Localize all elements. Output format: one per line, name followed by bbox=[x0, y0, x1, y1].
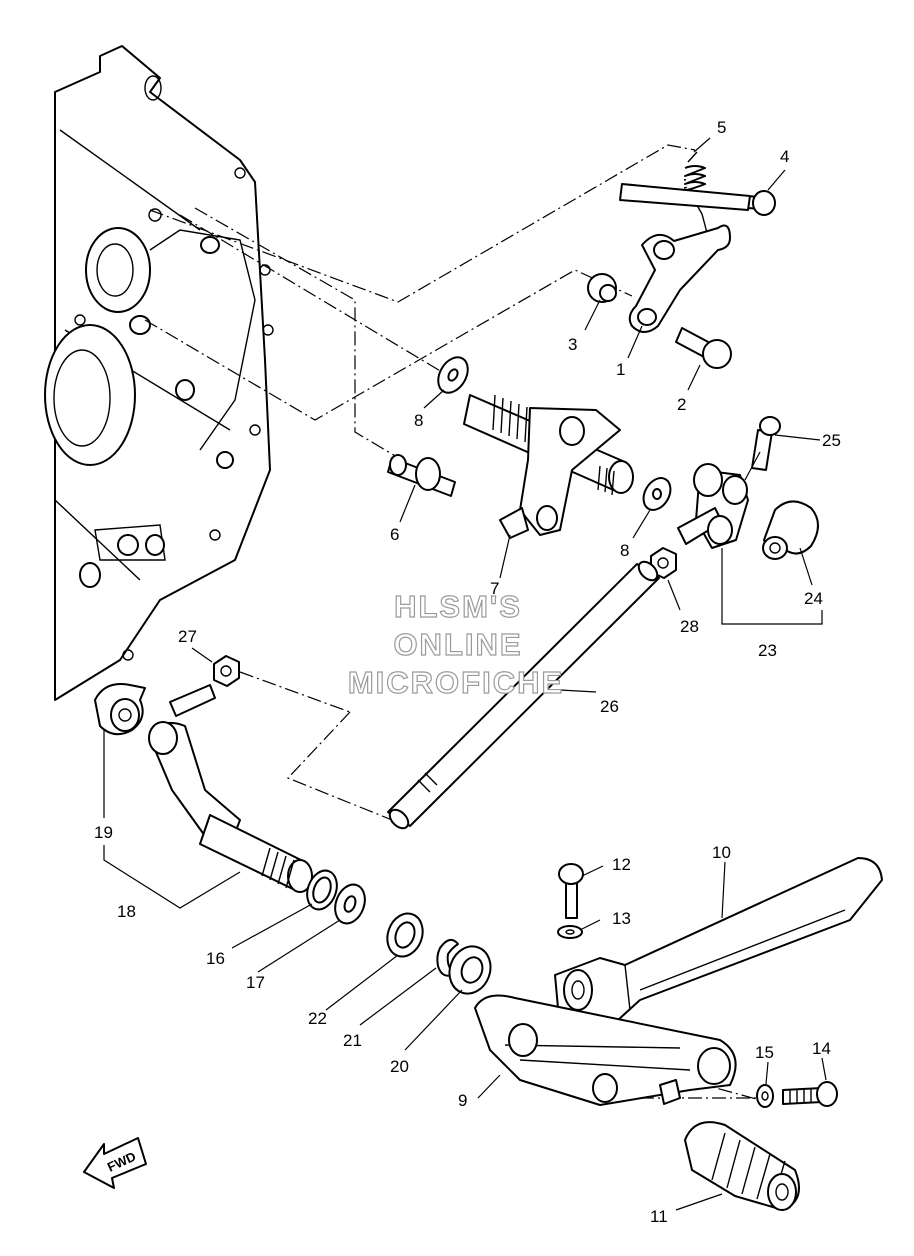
callout-2: 2 bbox=[677, 395, 686, 414]
part-8-washer-upper bbox=[437, 356, 469, 394]
callout-17: 17 bbox=[246, 973, 265, 992]
callout-6: 6 bbox=[390, 525, 399, 544]
watermark: HLSM'S ONLINE MICROFICHE bbox=[347, 588, 564, 700]
callout-24: 24 bbox=[804, 589, 823, 608]
callout-4: 4 bbox=[780, 147, 789, 166]
part-22-bushing bbox=[386, 912, 424, 958]
callout-1: 1 bbox=[616, 360, 625, 379]
callout-leader-lines bbox=[103, 137, 827, 1211]
callout-8a: 8 bbox=[414, 411, 423, 430]
callout-28: 28 bbox=[680, 617, 699, 636]
part-11-pedal-rubber bbox=[684, 1121, 800, 1211]
callout-7: 7 bbox=[490, 579, 499, 598]
callout-22: 22 bbox=[308, 1009, 327, 1028]
part-10-heel-lever bbox=[554, 857, 883, 1031]
part-9-pedal bbox=[474, 994, 737, 1106]
part-25-bolt bbox=[751, 416, 781, 471]
callout-26: 26 bbox=[600, 697, 619, 716]
part-4-pin bbox=[619, 183, 776, 216]
callout-20: 20 bbox=[390, 1057, 409, 1076]
part-12-bolt bbox=[558, 863, 584, 919]
part-24-ball-joint bbox=[762, 500, 819, 560]
part-19-ball-joint bbox=[94, 683, 146, 736]
callout-25: 25 bbox=[822, 431, 841, 450]
part-8-washer-lower bbox=[642, 477, 672, 511]
callout-9: 9 bbox=[458, 1091, 467, 1110]
callout-21: 21 bbox=[343, 1031, 362, 1050]
part-18-shift-arm bbox=[148, 684, 313, 893]
part-14-bolt bbox=[782, 1081, 838, 1107]
part-15-washer bbox=[756, 1084, 774, 1108]
callout-23: 23 bbox=[758, 641, 777, 660]
part-3-collar bbox=[587, 273, 617, 303]
watermark-line-2: ONLINE bbox=[393, 627, 522, 662]
part-13-washer bbox=[557, 925, 583, 939]
part-7-shift-shaft bbox=[463, 394, 634, 539]
callout-8b: 8 bbox=[620, 541, 629, 560]
part-23-joint-assembly bbox=[677, 463, 749, 549]
part-5-spring bbox=[683, 151, 711, 245]
part-1-shift-arm bbox=[628, 224, 731, 333]
part-20-bushing bbox=[448, 945, 492, 995]
callout-11: 11 bbox=[650, 1207, 668, 1226]
part-2-bolt bbox=[675, 327, 732, 369]
callout-12: 12 bbox=[612, 855, 631, 874]
callout-15: 15 bbox=[755, 1043, 774, 1062]
watermark-line-1: HLSM'S bbox=[394, 589, 522, 624]
part-21-circlip bbox=[436, 938, 459, 977]
forward-direction-arrow: FWD bbox=[83, 1137, 147, 1189]
part-16-seal bbox=[306, 869, 338, 911]
callout-19: 19 bbox=[94, 823, 113, 842]
part-26-shift-rod bbox=[387, 560, 660, 830]
callout-27: 27 bbox=[178, 627, 197, 646]
watermark-line-3: MICROFICHE bbox=[348, 665, 564, 700]
callout-13: 13 bbox=[612, 909, 631, 928]
crankcase-outline bbox=[44, 45, 274, 701]
part-6-stud bbox=[387, 454, 456, 497]
callout-16: 16 bbox=[206, 949, 225, 968]
callout-14: 14 bbox=[812, 1039, 831, 1058]
callout-18: 18 bbox=[117, 902, 136, 921]
part-17-washer bbox=[334, 883, 366, 925]
callout-3: 3 bbox=[568, 335, 577, 354]
part-27-nut bbox=[213, 655, 240, 687]
callout-10: 10 bbox=[712, 843, 731, 862]
callout-numbers: 1 2 3 4 5 6 7 8 8 9 10 11 12 13 14 15 16… bbox=[94, 118, 841, 1226]
callout-5: 5 bbox=[717, 118, 726, 137]
